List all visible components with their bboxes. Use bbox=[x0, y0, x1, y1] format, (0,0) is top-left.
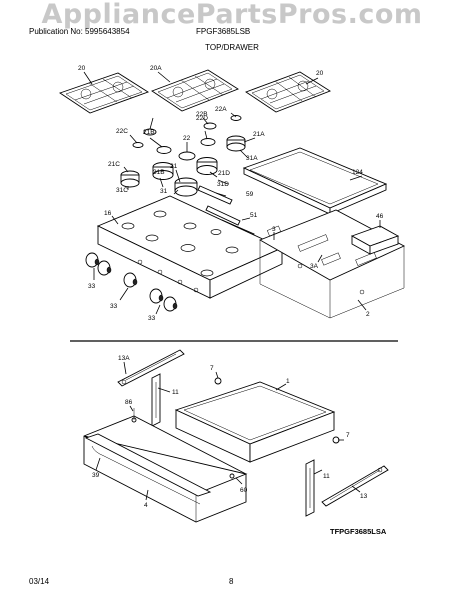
callout-11-left: 11 bbox=[172, 389, 179, 396]
callout-31D: 31D bbox=[217, 181, 229, 188]
callout-33-a: 33 bbox=[88, 283, 96, 290]
callout-22: 22 bbox=[183, 135, 191, 142]
callout-31A: 31A bbox=[246, 155, 258, 162]
callout-16: 16 bbox=[104, 210, 112, 217]
callout-46: 46 bbox=[376, 213, 384, 220]
callout-22A: 22A bbox=[215, 106, 227, 113]
griddle-plate bbox=[242, 147, 388, 215]
callout-4: 4 bbox=[144, 502, 148, 509]
callout-3A: 3A bbox=[310, 263, 319, 270]
callout-31B: 31B bbox=[153, 169, 165, 176]
callout-7-top: 7 bbox=[210, 365, 214, 372]
burner-heads bbox=[120, 135, 246, 197]
callout-51: 51 bbox=[250, 212, 258, 219]
callout-13: 13 bbox=[360, 493, 368, 500]
callout-33-c: 33 bbox=[148, 315, 156, 322]
drawer-front bbox=[83, 415, 248, 523]
callout-86: 86 bbox=[125, 399, 133, 406]
drawer-callout-labels: 13A 11 7 1 86 39 4 60 11 7 13 bbox=[92, 355, 368, 509]
bracket-46 bbox=[350, 225, 400, 255]
callout-7-right: 7 bbox=[346, 432, 350, 439]
callout-2: 2 bbox=[366, 311, 370, 318]
grate-center bbox=[151, 69, 239, 112]
publication-number: Publication No: 5995643854 bbox=[29, 27, 130, 36]
callout-22B: 22B bbox=[196, 111, 208, 118]
footer-page-number: 8 bbox=[229, 577, 234, 586]
drawer-bracket-right bbox=[305, 459, 315, 517]
callout-33-b: 33 bbox=[110, 303, 118, 310]
drawer-bracket-left bbox=[151, 373, 161, 427]
footer-date: 03/14 bbox=[29, 577, 50, 586]
callout-1: 1 bbox=[286, 378, 290, 385]
diagram-code: TFPGF3685LSA bbox=[330, 527, 387, 536]
callout-124: 124 bbox=[352, 169, 363, 176]
callout-20A: 20A bbox=[150, 65, 162, 72]
callout-21D: 21D bbox=[218, 170, 230, 177]
screws bbox=[131, 377, 340, 479]
callout-22C: 22C bbox=[116, 128, 128, 135]
callout-31: 31 bbox=[160, 188, 168, 195]
callout-13A: 13A bbox=[118, 355, 130, 362]
watermark-logo: AppliancePartsPros.com bbox=[41, 0, 423, 30]
callout-59: 59 bbox=[246, 191, 254, 198]
grate-right bbox=[245, 71, 331, 113]
grate-left bbox=[58, 72, 150, 114]
burner-caps bbox=[132, 115, 242, 161]
section-title: TOP/DRAWER bbox=[205, 43, 259, 52]
drawer-slide-right bbox=[321, 465, 389, 507]
callout-3: 3 bbox=[272, 226, 276, 233]
callout-21C: 21C bbox=[108, 161, 120, 168]
callout-21: 21 bbox=[170, 163, 178, 170]
callout-11-right: 11 bbox=[323, 473, 330, 480]
callout-21B: 21B bbox=[143, 129, 155, 136]
callout-31C: 31C bbox=[116, 187, 128, 194]
callout-22D: 22D bbox=[196, 115, 208, 122]
drawer-leader-lines bbox=[95, 361, 361, 501]
drawer-slide-left bbox=[117, 349, 185, 387]
model-number: FPGF3685LSB bbox=[196, 27, 251, 36]
top-leader-lines bbox=[83, 71, 381, 315]
callout-39: 39 bbox=[92, 472, 100, 479]
cooktop-top bbox=[96, 195, 284, 299]
control-knobs bbox=[85, 252, 178, 312]
callout-21A: 21A bbox=[253, 131, 265, 138]
drawer-box bbox=[174, 381, 336, 463]
callout-20-right: 20 bbox=[316, 70, 324, 77]
top-callout-labels: 20 20A 20 22B 22A 22C 21B 22 22D 21A 21C… bbox=[78, 65, 384, 322]
callout-20-left: 20 bbox=[78, 65, 86, 72]
callout-60: 60 bbox=[240, 487, 248, 494]
chassis-frame bbox=[258, 209, 406, 319]
